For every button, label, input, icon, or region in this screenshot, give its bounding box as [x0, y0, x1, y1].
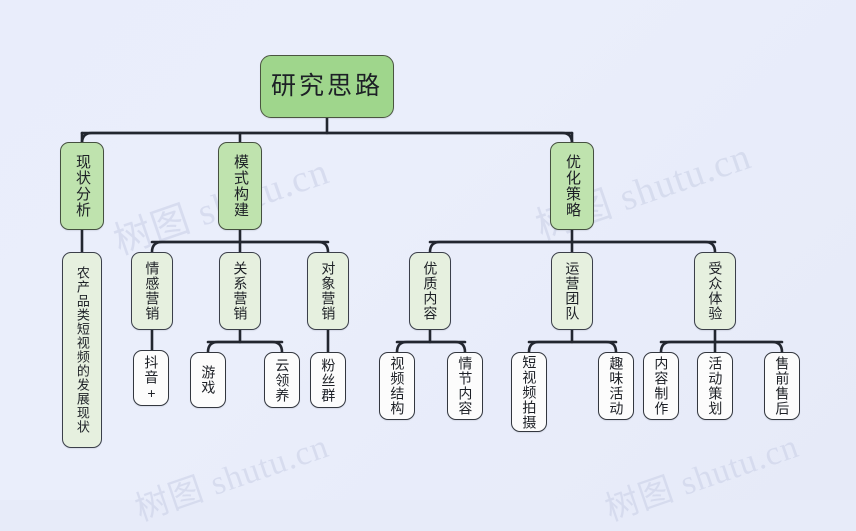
- node-label: 活动策划: [707, 356, 724, 416]
- node-label: 模式构建: [231, 154, 249, 218]
- node-label: 运营团队: [564, 261, 581, 321]
- node-label: 受众体验: [707, 261, 724, 321]
- node-leaf-qingjie-neirong[interactable]: 情节内容: [447, 352, 483, 420]
- node-guanxi-yingxiao[interactable]: 关系营销: [219, 252, 261, 330]
- node-label: 优化策略: [563, 154, 581, 218]
- node-leaf-huodong-cehua[interactable]: 活动策划: [697, 352, 733, 420]
- connector-lines: [80, 116, 784, 354]
- node-label: 情节内容: [457, 356, 474, 416]
- node-label: 游戏: [200, 365, 217, 395]
- node-yunying-tuandui[interactable]: 运营团队: [551, 252, 593, 330]
- node-label: 粉丝群: [320, 357, 337, 403]
- node-label: 对象营销: [320, 261, 337, 321]
- node-label: 内容制作: [653, 356, 670, 416]
- node-label: 农产品类短视频的发展现状: [74, 266, 90, 434]
- node-branch-moshi-goujian[interactable]: 模式构建: [218, 142, 262, 230]
- node-shouzhong-tiyan[interactable]: 受众体验: [694, 252, 736, 330]
- node-label: 抖音+: [143, 354, 160, 402]
- node-label: 情感营销: [144, 261, 161, 321]
- node-label: 视频结构: [389, 356, 406, 416]
- node-branch-xianzhuang-fenxi[interactable]: 现状分析: [60, 142, 104, 230]
- node-leaf-youxi[interactable]: 游戏: [190, 352, 226, 408]
- node-leaf-duanshipin-paishe[interactable]: 短视频拍摄: [511, 352, 547, 432]
- node-label: 现状分析: [73, 154, 91, 218]
- node-duixiang-yingxiao[interactable]: 对象营销: [307, 252, 349, 330]
- node-label: 关系营销: [232, 261, 249, 321]
- node-leaf-yun-lingyang[interactable]: 云领养: [264, 352, 300, 408]
- node-qinggan-yingxiao[interactable]: 情感营销: [131, 252, 173, 330]
- node-root[interactable]: 研究思路: [260, 55, 394, 118]
- node-label: 云领养: [274, 357, 291, 403]
- node-nongchanpin-fazhan-xianzhuang[interactable]: 农产品类短视频的发展现状: [62, 252, 102, 448]
- node-leaf-fensi-qun[interactable]: 粉丝群: [310, 352, 346, 408]
- node-label: 趣味活动: [608, 356, 625, 416]
- node-leaf-shipin-jiegou[interactable]: 视频结构: [379, 352, 415, 420]
- node-label: 研究思路: [270, 72, 383, 101]
- node-leaf-douyin-plus[interactable]: 抖音+: [133, 350, 169, 406]
- node-leaf-neirong-zhizuo[interactable]: 内容制作: [643, 352, 679, 420]
- node-label: 短视频拍摄: [521, 354, 538, 430]
- node-label: 优质内容: [422, 261, 439, 321]
- node-label: 售前售后: [774, 356, 791, 416]
- node-branch-youhua-celue[interactable]: 优化策略: [550, 142, 594, 230]
- node-youzhi-neirong[interactable]: 优质内容: [409, 252, 451, 330]
- node-leaf-shouqian-shouhou[interactable]: 售前售后: [764, 352, 800, 420]
- node-leaf-quwei-huodong[interactable]: 趣味活动: [598, 352, 634, 420]
